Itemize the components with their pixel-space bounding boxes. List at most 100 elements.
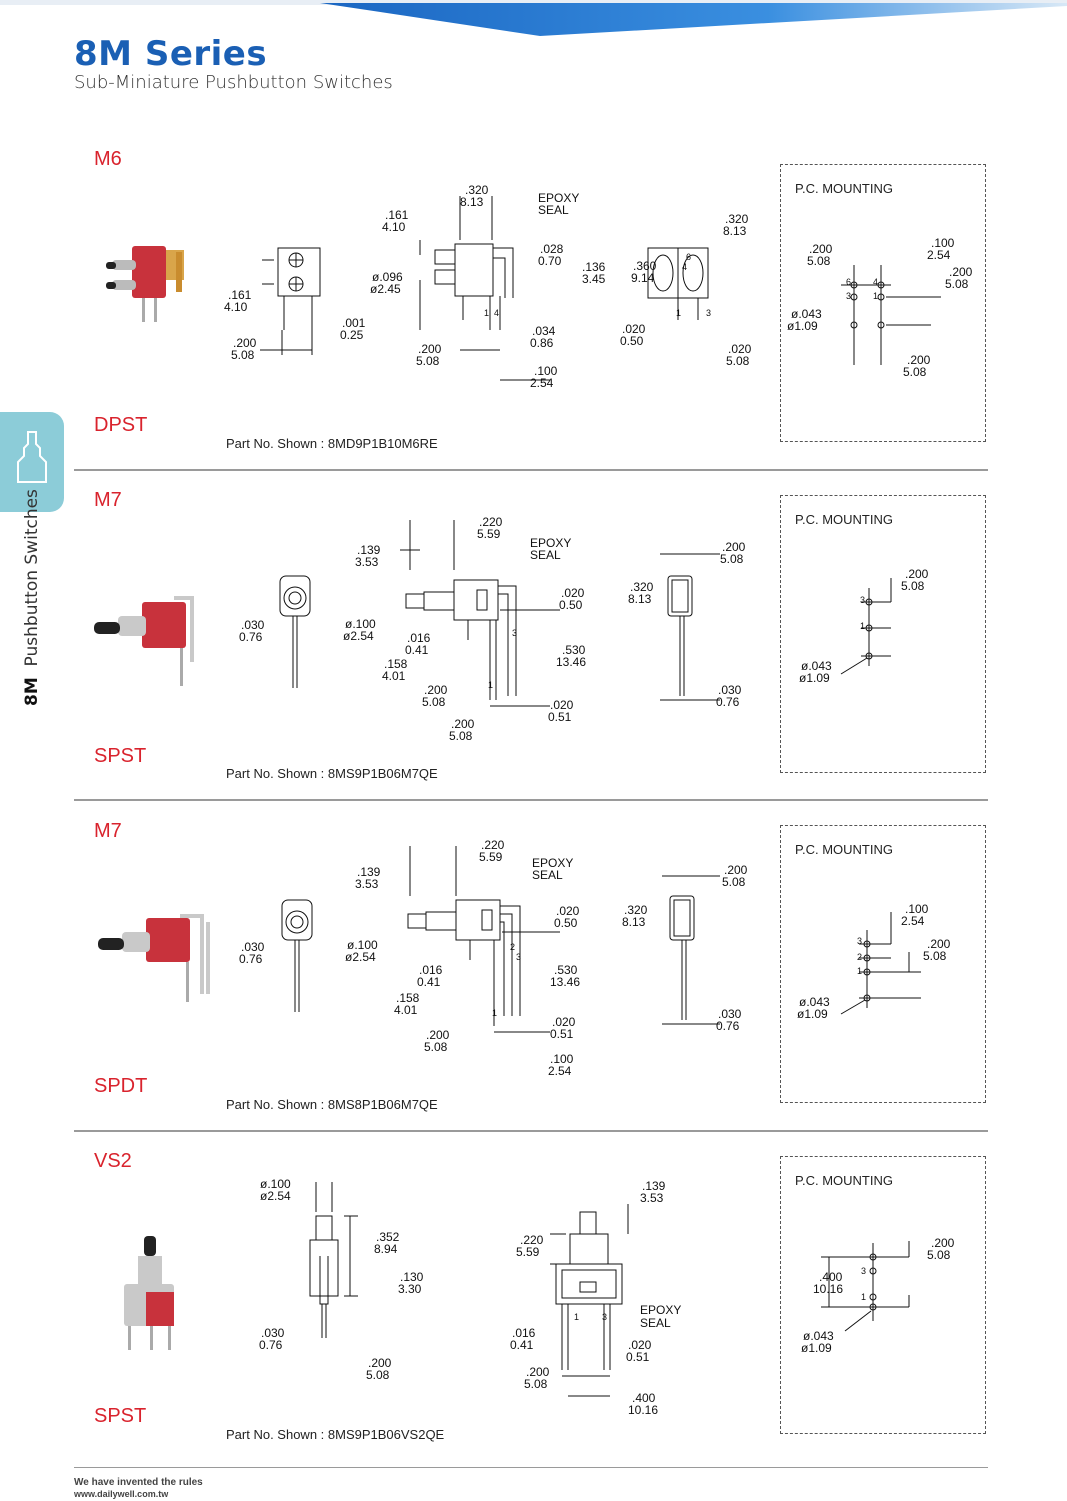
- pcb-mounting-box: P.C. MOUNTING .100 2.54 .200 5.08 ø.043 …: [780, 825, 986, 1103]
- dim-label: .200: [368, 1356, 392, 1370]
- dim-label: 4.01: [382, 669, 406, 683]
- dim-label: .020: [556, 904, 580, 918]
- dim-label: 5.08: [231, 348, 255, 362]
- dim-label: 13.46: [556, 655, 586, 669]
- dim-label: 8.13: [460, 195, 484, 209]
- dim-label: 0.76: [716, 695, 740, 709]
- dim-label: .020: [628, 1338, 652, 1352]
- dim-label: .360: [633, 259, 657, 273]
- dim-label: ø2.45: [370, 282, 401, 296]
- dim-label: SEAL: [532, 868, 563, 882]
- dim-label: 5.08: [901, 579, 925, 593]
- pcb-title: P.C. MOUNTING: [795, 181, 893, 196]
- dim-label: ø.100: [260, 1177, 291, 1191]
- dim-label: .400: [819, 1270, 843, 1284]
- dim-label: .020: [550, 698, 574, 712]
- dim-label: 2.54: [530, 376, 554, 390]
- dim-label: ø.100: [347, 938, 378, 952]
- dim-label: 0.50: [559, 598, 583, 612]
- footer-tagline: We have invented the rules: [74, 1477, 203, 1488]
- dim-label: .139: [642, 1179, 666, 1193]
- pin-label: 4: [494, 308, 499, 318]
- dim-label: SEAL: [530, 548, 561, 562]
- pin-label: 2: [510, 942, 515, 952]
- side-label: 8M Pushbutton Switches: [8, 489, 58, 710]
- dim-label: .200: [931, 1236, 955, 1250]
- pcb-mounting-box: P.C. MOUNTING .200 5.08 ø.043 ø1.09 3 1: [780, 495, 986, 773]
- dim-label: 3.30: [398, 1282, 422, 1296]
- dim-label: ø1.09: [799, 671, 830, 685]
- part-number: Part No. Shown : 8MS9P1B06VS2QE: [226, 1427, 445, 1442]
- product-photo: [116, 1234, 186, 1359]
- side-category: Pushbutton Switches: [22, 489, 42, 667]
- dim-label: 10.16: [628, 1403, 658, 1417]
- footer-url[interactable]: www.dailywell.com.tw: [74, 1489, 169, 1499]
- dim-label: .136: [582, 260, 606, 274]
- dim-label: .158: [384, 657, 408, 671]
- section-divider: [74, 799, 988, 801]
- dim-label: .200: [809, 242, 833, 256]
- dim-label: .200: [927, 937, 951, 951]
- part-number: Part No. Shown : 8MD9P1B10M6RE: [226, 436, 438, 451]
- dim-label: .200: [424, 683, 448, 697]
- dim-label: 5.08: [923, 949, 947, 963]
- dim-label: .139: [357, 543, 381, 557]
- dim-label: 5.08: [945, 277, 969, 291]
- dim-label: 5.08: [424, 1040, 448, 1054]
- pin-label: 4: [873, 277, 878, 287]
- dim-label: ø1.09: [787, 319, 818, 333]
- side-tab: [0, 412, 64, 512]
- pin-label: 1: [873, 291, 878, 301]
- pole-type: SPST: [94, 1405, 147, 1427]
- dim-label: .200: [418, 342, 442, 356]
- pcb-title: P.C. MOUNTING: [795, 842, 893, 857]
- dim-label: .530: [562, 643, 586, 657]
- dim-label: .030: [241, 940, 265, 954]
- pin-label: 1: [857, 966, 862, 976]
- dim-label: .130: [400, 1270, 424, 1284]
- dim-label: 4.10: [224, 300, 248, 314]
- dim-label: ø2.54: [343, 629, 374, 643]
- page-subtitle: Sub-Miniature Pushbutton Switches: [74, 72, 393, 93]
- dim-label: .320: [624, 903, 648, 917]
- dim-label: .200: [526, 1365, 550, 1379]
- pcb-mounting-box: P.C. MOUNTING .200 5.08 .400 10.16 ø.043…: [780, 1156, 986, 1434]
- dim-label: EPOXY: [538, 191, 579, 205]
- dim-label: 2.54: [927, 248, 951, 262]
- model-code: M7: [94, 820, 122, 842]
- dim-label: .200: [724, 863, 748, 877]
- dim-label: .100: [905, 902, 929, 916]
- model-code: M6: [94, 148, 122, 170]
- header-band: [0, 0, 1067, 36]
- dim-label: 0.51: [548, 710, 572, 724]
- dim-label: .200: [233, 336, 257, 350]
- pin-label: 1: [492, 1008, 497, 1018]
- dim-label: 0.76: [239, 952, 263, 966]
- pole-type: SPDT: [94, 1075, 148, 1097]
- dim-label: .028: [540, 242, 564, 256]
- dim-label: 0.76: [259, 1338, 283, 1352]
- dim-label: 5.08: [422, 695, 446, 709]
- dim-label: 3.53: [355, 877, 379, 891]
- footer-divider: [74, 1467, 988, 1468]
- dim-label: .200: [949, 265, 973, 279]
- dim-label: .200: [905, 567, 929, 581]
- dim-label: .100: [550, 1052, 574, 1066]
- pole-type: DPST: [94, 414, 148, 436]
- dim-label: .200: [722, 540, 746, 554]
- pushbutton-icon: [17, 431, 47, 483]
- dim-label: 4.01: [394, 1003, 418, 1017]
- dim-label: ø.043: [801, 659, 832, 673]
- dim-label: 5.08: [416, 354, 440, 368]
- dim-label: .320: [465, 183, 489, 197]
- dim-label: 3.53: [640, 1191, 664, 1205]
- pin-label: 3: [857, 936, 862, 946]
- dim-label: 5.08: [927, 1248, 951, 1262]
- model-code: M7: [94, 489, 122, 511]
- dim-label: .030: [261, 1326, 285, 1340]
- dim-label: .020: [728, 342, 752, 356]
- dim-label: .158: [396, 991, 420, 1005]
- dim-label: ø1.09: [797, 1007, 828, 1021]
- dim-label: SEAL: [640, 1316, 671, 1330]
- dim-label: 10.16: [813, 1282, 843, 1296]
